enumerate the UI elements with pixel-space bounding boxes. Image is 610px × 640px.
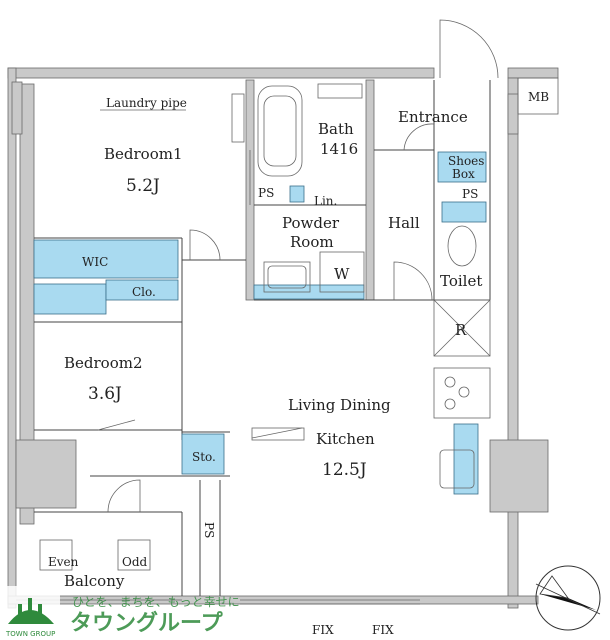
ldk-size: 12.5J [322, 460, 367, 480]
exterior-walls [7, 67, 559, 609]
wic-storage [33, 239, 179, 279]
box-label: Box [452, 167, 475, 181]
balcony-label: Balcony [64, 572, 125, 590]
logo-company: TOWN GROUP [5, 630, 55, 638]
fix-label-2: FIX [372, 623, 394, 637]
entrance-label: Entrance [398, 108, 468, 126]
mb-label: MB [528, 90, 549, 104]
bedroom1-size: 5.2J [126, 176, 160, 196]
odd-label: Odd [122, 555, 148, 569]
storage-closet [181, 433, 225, 475]
bedroom1-name: Bedroom1 [104, 145, 183, 163]
bedroom2-name: Bedroom2 [64, 354, 143, 372]
interior-lines [34, 80, 491, 596]
ps-label-ldk: PS [202, 522, 216, 538]
powder-line1: Powder [282, 214, 340, 232]
ldk-line1: Living Dining [288, 396, 391, 414]
fix-label-1: FIX [312, 623, 334, 637]
shoes-box [437, 151, 487, 183]
ps-label-bath: PS [258, 186, 274, 200]
even-label: Even [48, 555, 79, 569]
bedroom2-size: 3.6J [88, 384, 122, 404]
doors [97, 19, 499, 513]
wic-label: WIC [82, 255, 108, 269]
shoes-label: Shoes [448, 154, 484, 168]
laundry-pipe-label: Laundry pipe [106, 96, 187, 110]
closet-storage [105, 279, 179, 301]
lin-label: Lin. [314, 194, 337, 208]
wic-storage-lower [33, 283, 107, 315]
ps-label-hall: PS [462, 187, 478, 201]
ldk-line2: Kitchen [316, 430, 375, 448]
mb-closet [517, 77, 559, 115]
bath-size: 1416 [320, 140, 358, 158]
bath-name: Bath [318, 120, 354, 138]
clo-label: Clo. [132, 285, 156, 299]
toilet-tank [441, 201, 487, 223]
fixtures [39, 83, 491, 571]
powder-line2: Room [290, 233, 334, 251]
logo-name: タウングループ [70, 610, 224, 636]
north-arrow-icon [535, 565, 601, 631]
toilet-label: Toilet [440, 272, 482, 290]
washer-label: W [334, 265, 350, 283]
hall-label: Hall [388, 214, 420, 232]
fridge-label: R [455, 321, 467, 339]
town-group-logo: TOWN GROUP ひとを、まちを、もっと幸せに タウングループ [2, 586, 240, 638]
sto-label: Sto. [192, 450, 216, 464]
logo-tagline: ひとを、まちを、もっと幸せに [72, 595, 240, 609]
linen-storage [289, 185, 305, 203]
